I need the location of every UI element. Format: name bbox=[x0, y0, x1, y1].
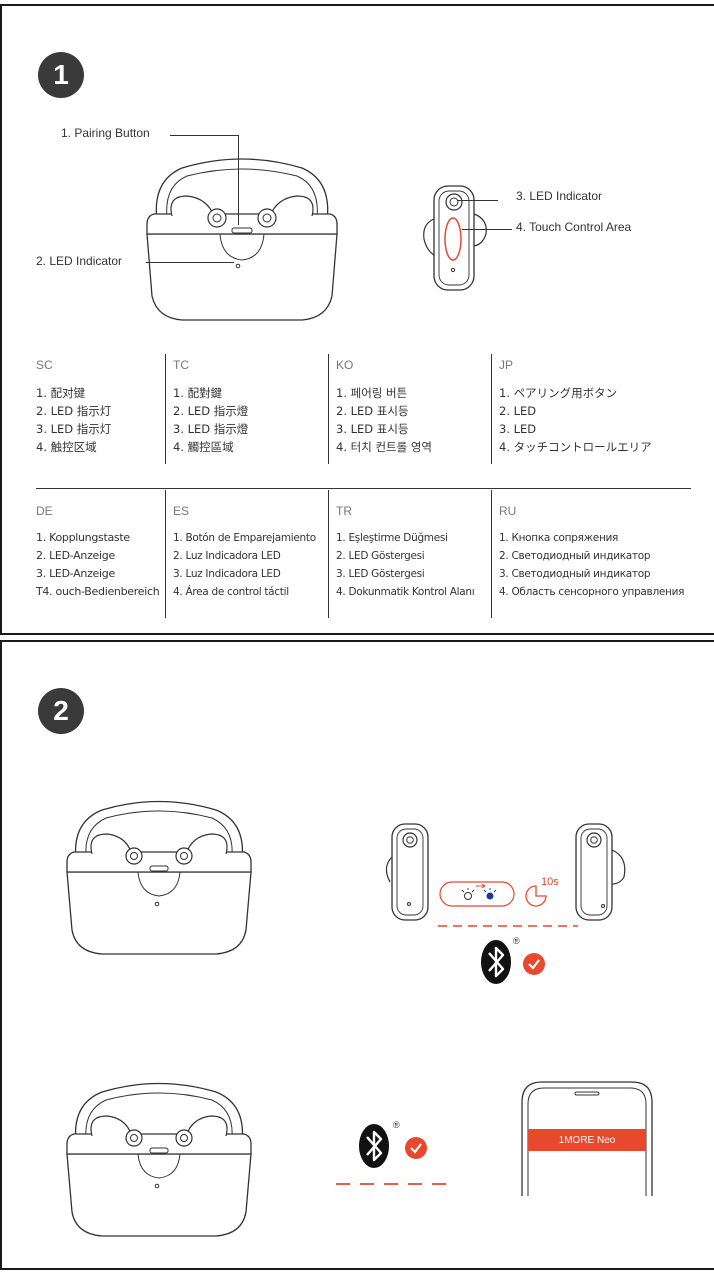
lang-list-jp: 1. ペアリング用ボタン 2. LED 3. LED 4. タッチコントロールエ… bbox=[499, 384, 652, 456]
charging-case-open-illustration bbox=[66, 800, 252, 955]
table-row-divider bbox=[36, 488, 691, 489]
lang-list-tr: 1. Eşleştirme Düğmesi 2. LED Göstergesi … bbox=[336, 529, 475, 601]
step-number-1: 1 bbox=[38, 52, 84, 98]
list-item: 1. Kopplungstaste bbox=[36, 531, 130, 544]
list-item: 2. LED 표시등 bbox=[336, 404, 409, 418]
pairing-button-label: 1. Pairing Button bbox=[61, 126, 150, 140]
list-item: 1. Кнопка сопряжения bbox=[499, 532, 619, 544]
charging-case-open-illustration bbox=[146, 158, 338, 321]
list-item: 4. 触控区域 bbox=[36, 440, 97, 454]
list-item: 4. Dokunmatik Kontrol Alanı bbox=[336, 586, 475, 598]
registered-mark: ® bbox=[393, 1120, 400, 1130]
column-divider bbox=[491, 490, 492, 618]
lang-list-es: 1. Botón de Emparejamiento 2. Luz Indica… bbox=[173, 529, 316, 601]
checkmark-icon bbox=[523, 953, 545, 975]
lang-header-tr: TR bbox=[336, 504, 352, 518]
list-item: 3. LED 指示燈 bbox=[173, 422, 249, 436]
case-led-leader bbox=[146, 262, 234, 263]
touch-area-leader bbox=[462, 229, 512, 230]
lang-header-sc: SC bbox=[36, 358, 53, 372]
column-divider bbox=[328, 354, 329, 464]
column-divider bbox=[328, 490, 329, 618]
bluetooth-icon bbox=[481, 940, 511, 984]
left-earbud-illustration bbox=[385, 823, 429, 921]
list-item: 4. 터치 컨트롤 영역 bbox=[336, 440, 432, 454]
list-item: 1. Eşleştirme Düğmesi bbox=[336, 532, 448, 544]
lang-header-ru: RU bbox=[499, 504, 517, 518]
lang-header-jp: JP bbox=[499, 358, 514, 372]
list-item: 2. LED-Anzeige bbox=[36, 549, 115, 562]
column-divider bbox=[165, 354, 166, 464]
bud-led-leader bbox=[458, 200, 498, 201]
column-divider bbox=[491, 354, 492, 464]
list-item: 1. 配对键 bbox=[36, 386, 86, 400]
list-item: 3. LED 指示灯 bbox=[36, 422, 112, 436]
list-item: 3. Светодиодный индикатор bbox=[499, 568, 651, 580]
lang-list-ru: 1. Кнопка сопряжения 2. Светодиодный инд… bbox=[499, 529, 684, 601]
lang-header-es: ES bbox=[173, 504, 190, 518]
list-item: 1. 페어링 버튼 bbox=[336, 386, 408, 400]
right-earbud-illustration bbox=[575, 823, 626, 921]
list-item: 2. LED bbox=[499, 404, 537, 418]
lang-list-sc: 1. 配对键 2. LED 指示灯 3. LED 指示灯 4. 触控区域 bbox=[36, 384, 111, 456]
list-item: 2. LED 指示灯 bbox=[36, 404, 112, 418]
pairing-button-leader bbox=[170, 135, 239, 136]
registered-mark: ® bbox=[513, 936, 520, 946]
list-item: 4. Área de control táctil bbox=[173, 586, 289, 598]
timer-label: 10s bbox=[541, 876, 559, 888]
list-item: 3. LED-Anzeige bbox=[36, 567, 115, 580]
device-name-label[interactable]: 1MORE Neo bbox=[558, 1135, 616, 1146]
smartphone-illustration bbox=[521, 1081, 653, 1196]
led-blinking-icon bbox=[439, 881, 515, 907]
bud-led-indicator-label: 3. LED Indicator bbox=[516, 189, 603, 203]
earbud-side-illustration bbox=[423, 185, 487, 291]
list-item: 2. Светодиодный индикатор bbox=[499, 550, 651, 562]
list-item: 4. タッチコントロールエリア bbox=[499, 440, 652, 454]
list-item: 3. LED bbox=[499, 422, 537, 436]
pairing-dashed-line bbox=[336, 1183, 456, 1185]
list-item: 4. Область сенсорного управления bbox=[499, 586, 685, 598]
touch-control-area-label: 4. Touch Control Area bbox=[516, 220, 632, 234]
panel-step-2: 2 bbox=[0, 640, 714, 1270]
list-item: 1. Botón de Emparejamiento bbox=[173, 532, 316, 544]
pairing-button-leader-vertical bbox=[238, 135, 239, 225]
panel-step-1: 1 1. Pairing Button 2. LED Indicator 3. … bbox=[0, 4, 714, 635]
pairing-dashed-line bbox=[438, 925, 578, 927]
list-item: 3. LED Göstergesi bbox=[336, 568, 425, 580]
lang-header-de: DE bbox=[36, 504, 53, 518]
bluetooth-icon bbox=[359, 1124, 389, 1168]
case-led-indicator-label: 2. LED Indicator bbox=[36, 254, 123, 268]
list-item: 2. LED Göstergesi bbox=[336, 550, 425, 562]
column-divider bbox=[165, 490, 166, 618]
list-item: 3. Luz Indicadora LED bbox=[173, 568, 281, 580]
list-item: 1. ペアリング用ボタン bbox=[499, 386, 618, 400]
lang-list-ko: 1. 페어링 버튼 2. LED 표시등 3. LED 표시등 4. 터치 컨트… bbox=[336, 384, 432, 456]
list-item: 1. 配對鍵 bbox=[173, 386, 223, 400]
checkmark-icon bbox=[405, 1137, 427, 1159]
lang-list-tc: 1. 配對鍵 2. LED 指示燈 3. LED 指示燈 4. 觸控區域 bbox=[173, 384, 248, 456]
list-item: 3. LED 표시등 bbox=[336, 422, 409, 436]
list-item: 4. 觸控區域 bbox=[173, 440, 234, 454]
lang-header-tc: TC bbox=[173, 358, 189, 372]
list-item: T4. ouch-Bedienbereich bbox=[36, 585, 160, 598]
step-number-2: 2 bbox=[38, 688, 84, 734]
lang-header-ko: KO bbox=[336, 358, 354, 372]
timer-icon bbox=[525, 885, 547, 907]
lang-list-de: 1. Kopplungstaste 2. LED-Anzeige 3. LED-… bbox=[36, 529, 160, 601]
list-item: 2. LED 指示燈 bbox=[173, 404, 249, 418]
list-item: 2. Luz Indicadora LED bbox=[173, 550, 281, 562]
charging-case-open-illustration bbox=[66, 1082, 252, 1237]
